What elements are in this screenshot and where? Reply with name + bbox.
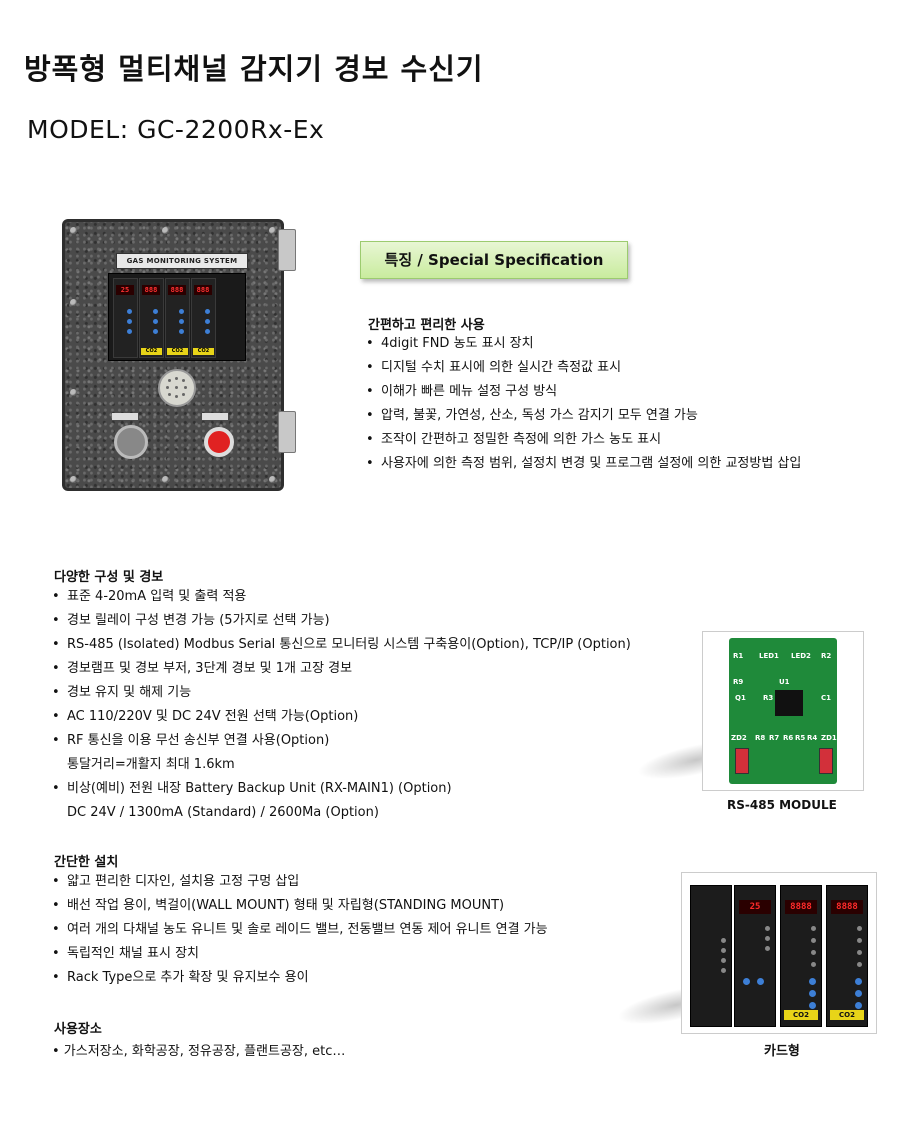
panel-label: GAS MONITORING SYSTEM [116,253,248,269]
channel-tag: CO2 [830,1010,864,1020]
rs485-caption: RS-485 MODULE [727,798,837,812]
pcb-label: Q1 [735,694,746,702]
config-title: 다양한 구성 및 경보 [54,570,164,585]
install-list: 얇고 편리한 디자인, 설치용 고정 구멍 삽입 배선 작업 용이, 벽걸이(W… [52,870,548,990]
rf-note: 통달거리=개활지 최대 1.6km [67,757,235,772]
spec-header: 특징 / Special Specification [360,241,628,279]
pcb-label: R9 [733,678,744,686]
display-panel: 25 888 CO2 888 CO2 888 CO2 [108,273,246,361]
channel-tag: CO2 [193,348,214,355]
pcb-label: R2 [821,652,832,660]
list-item: 표준 4-20mA 입력 및 출력 적용 [52,585,631,609]
list-item: 4digit FND 농도 표시 장치 [366,332,801,356]
special-title: 간편하고 편리한 사용 [368,318,485,333]
list-item: 이해가 빠른 메뉴 설정 구성 방식 [366,380,801,404]
key-switch [114,425,148,459]
page-title: 방폭형 멀티채널 감지기 경보 수신기 [24,52,484,86]
channel-tag: CO2 [167,348,188,355]
fnd-display: 8888 [831,900,863,914]
list-item: 사용자에 의한 측정 범위, 설정치 변경 및 프로그램 설정에 의한 교정방법… [366,452,801,476]
fnd-display: 25 [116,285,134,295]
list-item: AC 110/220V 및 DC 24V 전원 선택 가능(Option) [52,705,631,729]
special-list: 4digit FND 농도 표시 장치 디지털 수치 표시에 의한 실시간 측정… [366,332,801,476]
pcb-label: R7 [769,734,780,742]
pcb-label: LED1 [759,652,779,660]
model-name: MODEL: GC-2200Rx-Ex [27,115,325,144]
fnd-display: 8888 [785,900,817,914]
zener-diode [819,748,833,774]
pcb-label: R5 [795,734,806,742]
config-list: 표준 4-20mA 입력 및 출력 적용 경보 릴레이 구성 변경 가능 (5가… [52,585,631,825]
pcb-label: R6 [783,734,794,742]
list-item: 여러 개의 다채널 농도 유니트 및 솔로 레이드 밸브, 전동밸브 연동 제어… [52,918,548,942]
hinge-bottom [278,411,296,453]
list-item: 디지털 수치 표시에 의한 실시간 측정값 표시 [366,356,801,380]
pcb-label: ZD1 [821,734,837,742]
list-item: 압력, 불꽃, 가연성, 산소, 독성 가스 감지기 모두 연결 가능 [366,404,801,428]
pcb-board: R1 LED1 LED2 R2 R9 U1 Q1 R3 C1 ZD2 R8 R7… [729,638,837,784]
list-item: 경보 유지 및 해제 기능 [52,681,631,705]
alarm-reset-button [204,427,234,457]
list-item: 배선 작업 용이, 벽걸이(WALL MOUNT) 형태 및 자립형(STAND… [52,894,548,918]
pcb-label: R8 [755,734,766,742]
card-type-image: 25 8888 CO2 8888 CO2 [681,872,877,1034]
pcb-label: R1 [733,652,744,660]
product-image: GAS MONITORING SYSTEM 25 888 CO2 888 CO2… [58,215,298,495]
rs485-module-image: R1 LED1 LED2 R2 R9 U1 Q1 R3 C1 ZD2 R8 R7… [702,631,864,791]
usage-text: • 가스저장소, 화학공장, 정유공장, 플랜트공장, etc… [52,1044,346,1059]
enclosure: GAS MONITORING SYSTEM 25 888 CO2 888 CO2… [62,219,284,491]
pcb-label: R3 [763,694,774,702]
pcb-label: ZD2 [731,734,747,742]
zener-diode [735,748,749,774]
pcb-label: C1 [821,694,832,702]
ic-chip [775,690,803,716]
list-item: 비상(예비) 전원 내장 Battery Backup Unit (RX-MAI… [52,777,631,801]
battery-note: DC 24V / 1300mA (Standard) / 2600Ma (Opt… [67,805,379,820]
hinge-top [278,229,296,271]
pcb-label: R4 [807,734,818,742]
install-title: 간단한 설치 [54,855,119,870]
list-item: 얇고 편리한 디자인, 설치용 고정 구멍 삽입 [52,870,548,894]
usage-title: 사용장소 [54,1022,102,1037]
list-item: 경보램프 및 경보 부저, 3단계 경보 및 1개 고장 경보 [52,657,631,681]
list-item: Rack Type으로 추가 확장 및 유지보수 용이 [52,966,548,990]
channel-tag: CO2 [784,1010,818,1020]
card-type-caption: 카드형 [764,1044,800,1059]
horn-speaker [158,369,196,407]
list-item: 조작이 간편하고 정밀한 측정에 의한 가스 농도 표시 [366,428,801,452]
list-item: RF 통신을 이용 무선 송신부 연결 사용(Option) [52,729,631,753]
list-item: 독립적인 채널 표시 장치 [52,942,548,966]
list-item: 경보 릴레이 구성 변경 가능 (5가지로 선택 가능) [52,609,631,633]
list-item: RS-485 (Isolated) Modbus Serial 통신으로 모니터… [52,633,631,657]
pcb-label: LED2 [791,652,811,660]
fnd-display: 25 [739,900,771,914]
channel-tag: CO2 [141,348,162,355]
pcb-label: U1 [779,678,790,686]
